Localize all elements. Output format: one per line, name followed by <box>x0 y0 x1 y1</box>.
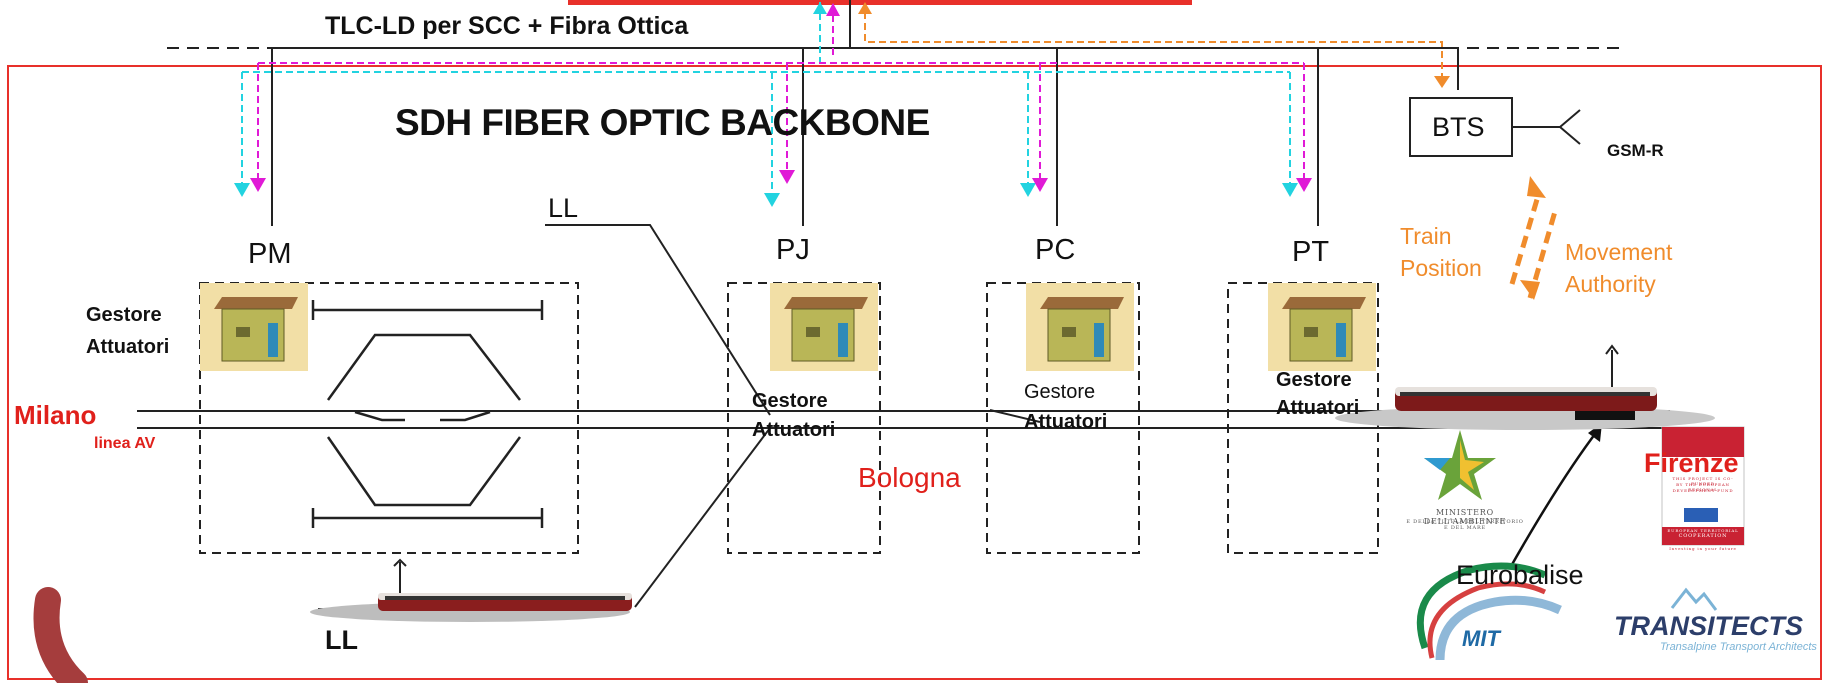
tlc-title: TLC-LD per SCC + Fibra Ottica <box>325 12 689 40</box>
train-left <box>310 558 632 622</box>
hut-icon-pc <box>1026 283 1134 371</box>
orange-arrowhead-top <box>858 2 872 14</box>
ministero-caption-1: MINISTERO DELL'AMBIENTE <box>1423 508 1507 526</box>
backbone-title: SDH FIBER OPTIC BACKBONE <box>395 102 930 143</box>
radio-arrows <box>1509 195 1559 299</box>
mit-wordmark: MIT <box>1462 626 1500 651</box>
eu-fund-card <box>1661 426 1745 546</box>
hut-icon-pm <box>200 283 308 371</box>
orange-arrowhead-bts <box>1434 76 1450 88</box>
city-firenze: Firenze <box>1644 448 1739 478</box>
pc-gestore-line1: Gestore <box>1024 381 1096 403</box>
transitects-mark <box>1670 587 1718 611</box>
node-pc-label: PC <box>1035 234 1076 266</box>
pc-gestore-line2: Attuatori <box>1024 411 1108 433</box>
bts-box <box>1409 97 1513 157</box>
ll-lines <box>545 224 1041 608</box>
node-pm-label: PM <box>248 238 292 270</box>
train-position-line1: Train <box>1400 223 1452 249</box>
top-red-bar <box>568 0 1192 5</box>
train-position-line2: Position <box>1400 255 1482 281</box>
mit-logo <box>1416 562 1562 661</box>
backbone-drops <box>271 0 1459 226</box>
city-bologna: Bologna <box>858 462 961 493</box>
cyan-signal-lines <box>241 2 1291 195</box>
pj-gestore-line2: Attuatori <box>752 419 836 441</box>
orange-bts-line <box>864 12 1443 78</box>
linea-av-label: linea AV <box>94 435 156 452</box>
cyan-arrowheads <box>234 2 1298 207</box>
ministero-caption-2: E DELLA TUTELA DEL TERRITORIO E DEL MARE <box>1406 519 1524 531</box>
bts-label: BTS <box>1432 112 1485 142</box>
decorative-swoosh <box>33 587 88 683</box>
eu-caption-4: EUROPEAN TERRITORIAL <box>1667 528 1739 533</box>
ll-top-label: LL <box>548 193 579 223</box>
hut-icon-pj <box>770 283 878 371</box>
movement-authority-line1: Movement <box>1565 239 1673 265</box>
pm-switch-tracks <box>311 300 544 528</box>
ministero-logo <box>1424 430 1496 500</box>
pm-gestore-line2: Attuatori <box>86 336 170 358</box>
pm-gestore-line1: Gestore <box>86 304 162 326</box>
ll-bottom-label: LL <box>325 625 358 655</box>
transitects-tagline: Transalpine Transport Architects <box>1660 641 1817 653</box>
pt-gestore-line1: Gestore <box>1276 369 1352 391</box>
diagram-frame <box>7 65 1822 680</box>
transitects-wordmark: TRANSITECTS <box>1614 611 1803 641</box>
eurobalise-label: Eurobalise <box>1456 560 1584 590</box>
city-milano: Milano <box>14 400 97 430</box>
magenta-signal-lines <box>257 4 1305 180</box>
eu-caption-1: THIS PROJECT IS CO-FUNDED <box>1672 476 1734 486</box>
eurobalise-arrow <box>1508 429 1599 569</box>
hut-icon-pt <box>1268 283 1376 371</box>
magenta-arrowheads <box>250 3 1312 192</box>
movement-authority-line2: Authority <box>1565 271 1656 297</box>
eu-caption-5: COOPERATION <box>1678 533 1728 539</box>
train-right <box>1335 344 1715 430</box>
gsmr-label: GSM-R <box>1607 141 1664 160</box>
pj-gestore-line1: Gestore <box>752 390 828 412</box>
pt-gestore-line2: Attuatori <box>1276 397 1360 419</box>
node-pj-label: PJ <box>776 234 810 266</box>
eu-caption-2: BY THE EUROPEAN REGIONAL <box>1676 482 1730 492</box>
node-pt-label: PT <box>1292 236 1330 268</box>
eu-caption-6: Investing in your future <box>1669 546 1737 551</box>
eu-caption-3: DEVELOPMENT FUND <box>1672 488 1734 493</box>
